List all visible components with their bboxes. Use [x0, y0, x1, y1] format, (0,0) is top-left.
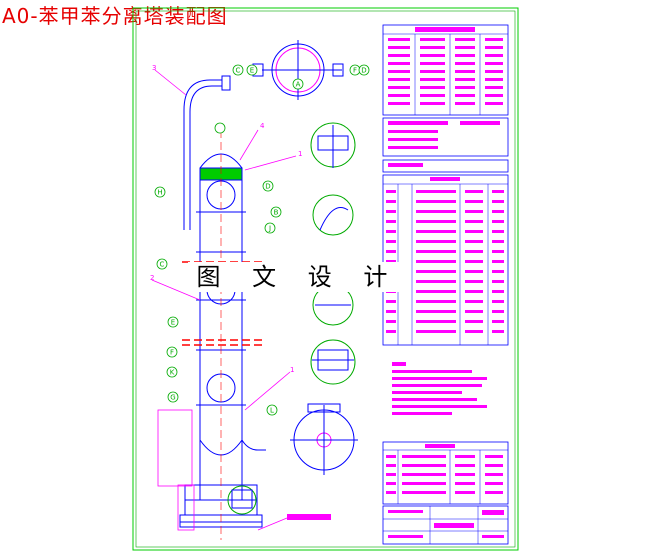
- parts-list-table: [382, 441, 509, 505]
- requirements-table: [382, 117, 509, 173]
- watermark-text: 图 文 设 计: [188, 262, 408, 292]
- detail-views: [227, 122, 358, 515]
- part-number-label: 1: [298, 150, 302, 158]
- nozzle-label: J: [268, 225, 271, 233]
- nozzle-callouts-right: [214, 122, 282, 416]
- drawing-frame: [132, 7, 519, 551]
- tower-column: [179, 75, 266, 528]
- top-view: [252, 40, 344, 100]
- nozzle-label: H: [157, 189, 162, 197]
- leader-lines: [151, 69, 297, 531]
- nozzle-callouts-left: [154, 186, 179, 403]
- nozzle-label: G: [170, 394, 175, 402]
- nozzle-label: E: [250, 67, 254, 75]
- technical-notes: [392, 362, 487, 415]
- tech-spec-table: [382, 24, 509, 116]
- nozzle-table: [382, 174, 509, 346]
- nozzle-label: A: [296, 81, 301, 89]
- nozzle-label: F: [170, 349, 174, 357]
- tech-spec-rows: [388, 38, 503, 105]
- center-lines: [182, 130, 262, 540]
- part-number-label: 3: [152, 64, 156, 72]
- bottom-detail-label: [287, 514, 331, 520]
- parts-list-rows: [386, 455, 503, 494]
- nozzle-label: C: [160, 261, 165, 269]
- nozzle-label: L: [270, 407, 274, 415]
- nozzle-label: C: [236, 67, 241, 75]
- part-number-label: 4: [260, 122, 265, 130]
- nozzle-label: B: [274, 209, 279, 217]
- top-view-callouts: [232, 64, 370, 90]
- title-block: [382, 505, 509, 545]
- nozzle-label: D: [265, 183, 270, 191]
- inner-frame: [135, 10, 516, 548]
- part-number-label: 1: [290, 366, 294, 374]
- nozzle-label: F: [353, 67, 357, 75]
- nozzle-label: D: [361, 67, 366, 75]
- part-number-label: 2: [150, 274, 154, 282]
- nozzle-label: E: [171, 319, 175, 327]
- nozzle-label: K: [170, 369, 175, 377]
